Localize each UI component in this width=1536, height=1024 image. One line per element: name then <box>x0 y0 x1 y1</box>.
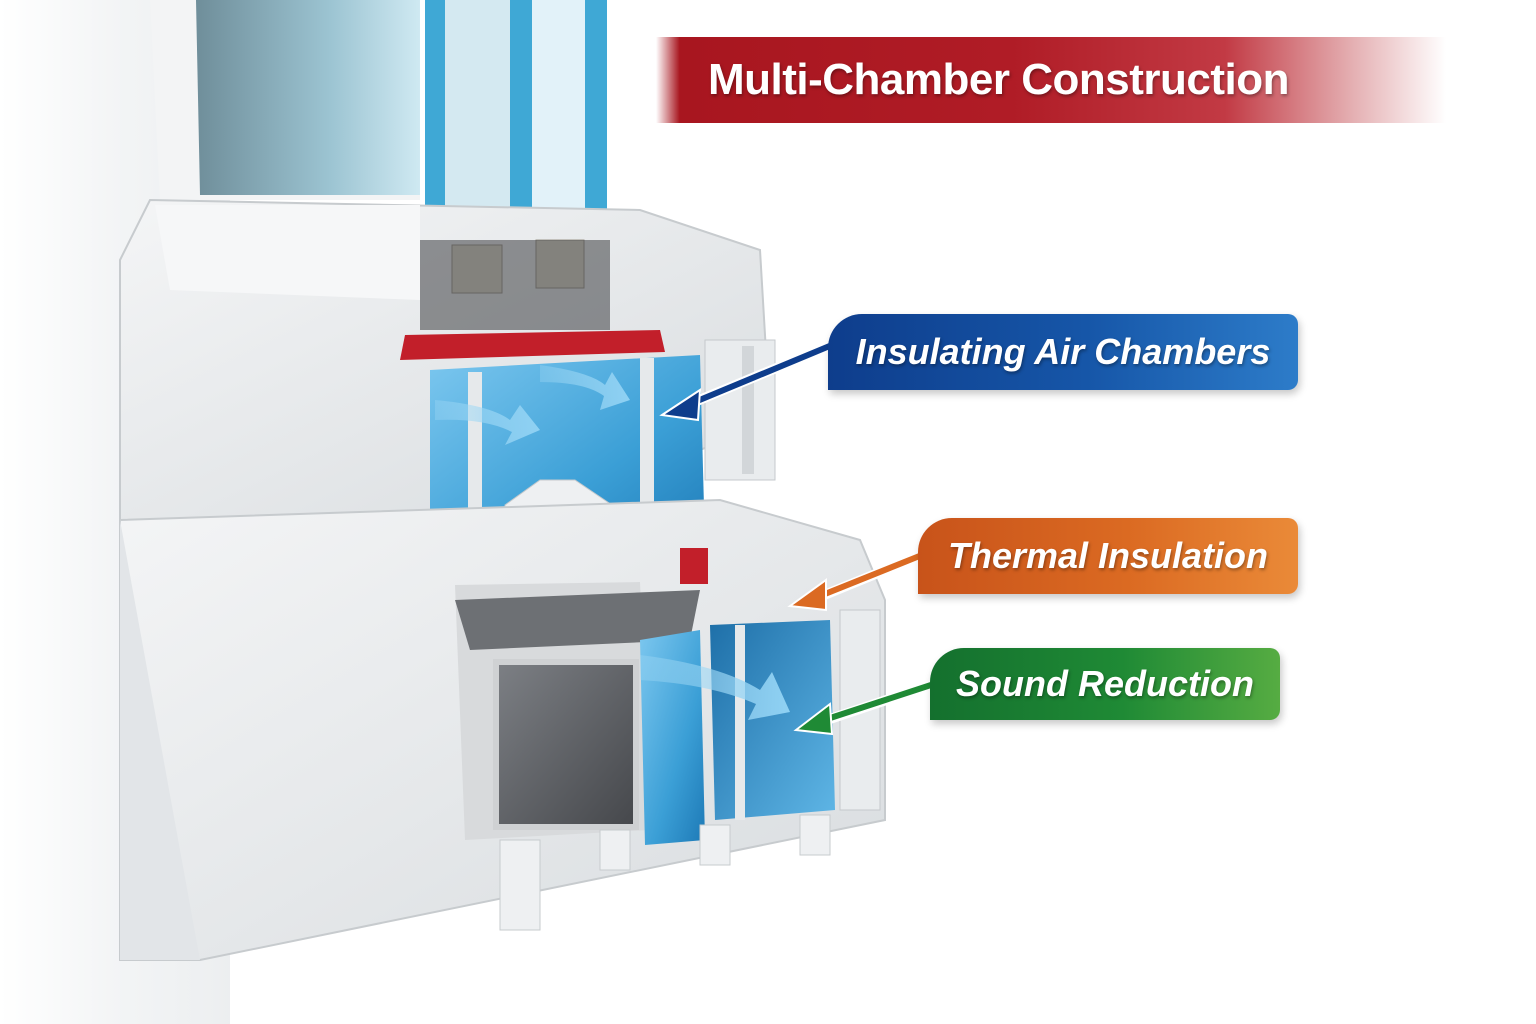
callout-thermal-insulation: Thermal Insulation <box>918 518 1298 594</box>
callout-insulating-air-chambers: Insulating Air Chambers <box>828 314 1298 390</box>
arrow-thermal-insulation <box>787 550 927 612</box>
arrow-sound-reduction <box>793 679 939 736</box>
title-text: Multi-Chamber Construction <box>708 55 1289 104</box>
title-banner: Multi-Chamber Construction <box>656 37 1446 123</box>
arrow-insulating-air-chambers <box>659 340 837 422</box>
callout-sound-reduction: Sound Reduction <box>930 648 1280 720</box>
